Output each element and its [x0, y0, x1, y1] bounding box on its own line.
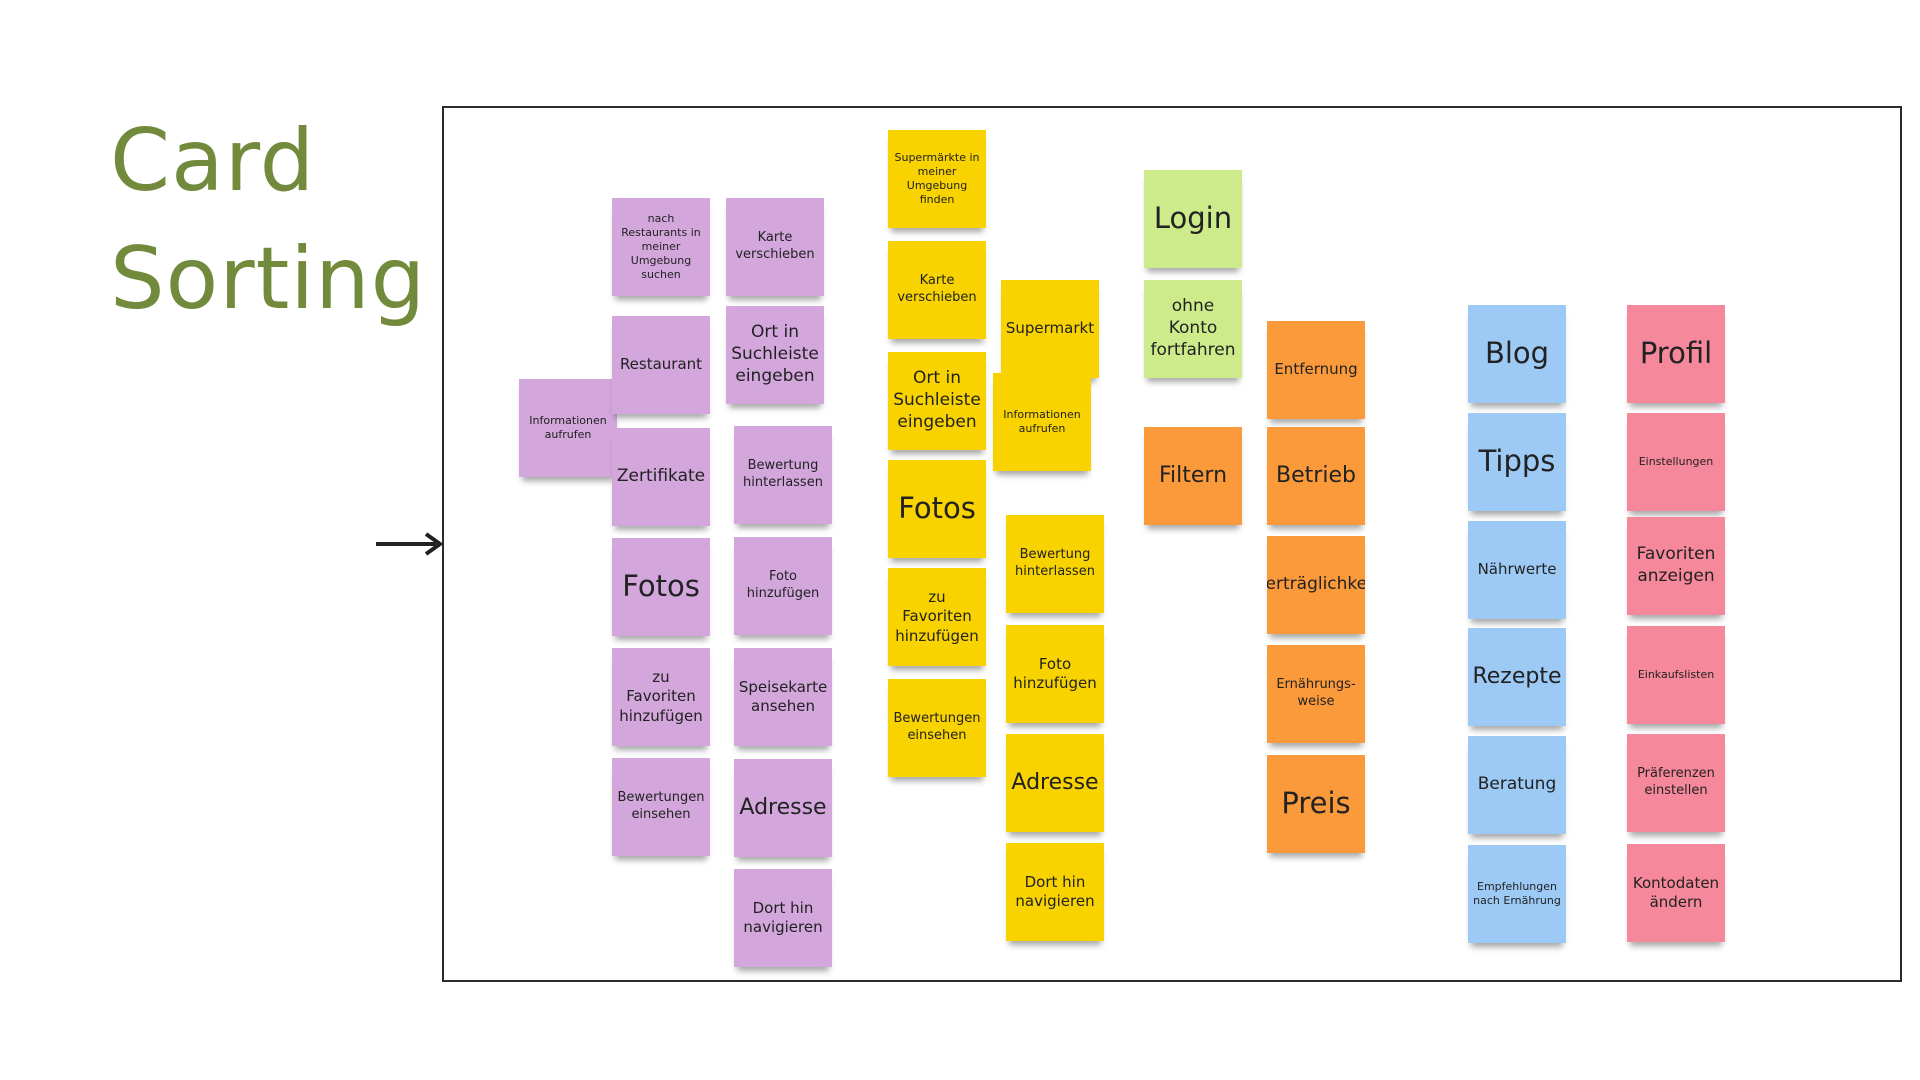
card-informationen-aufrufen[interactable]: Informationen aufrufen: [519, 379, 617, 477]
card-zu-favoriten-hinzufuegen[interactable]: zu Favoriten hinzufügen: [888, 568, 986, 666]
card-blog[interactable]: Blog: [1468, 305, 1566, 403]
card-ernaehrungsweise[interactable]: Ernährungs-weise: [1267, 645, 1365, 743]
card-unvertraeglichkeiten[interactable]: Unverträglichkeiten: [1267, 536, 1365, 634]
card-adresse[interactable]: Adresse: [734, 759, 832, 857]
card-nach-restaurants-suchen[interactable]: nach Restaurants in meiner Umgebung such…: [612, 198, 710, 296]
card-supermarkt[interactable]: Supermarkt: [1001, 280, 1099, 378]
card-empfehlungen-nach-ernaehrung[interactable]: Empfehlungen nach Ernährung: [1468, 845, 1566, 943]
card-dort-hin-navigieren[interactable]: Dort hin navigieren: [734, 869, 832, 967]
card-fotos[interactable]: Fotos: [612, 538, 710, 636]
card-preis[interactable]: Preis: [1267, 755, 1365, 853]
card-favoriten-anzeigen[interactable]: Favoriten anzeigen: [1627, 517, 1725, 615]
card-zu-favoriten-hinzufuegen[interactable]: zu Favoriten hinzufügen: [612, 648, 710, 746]
card-adresse[interactable]: Adresse: [1006, 734, 1104, 832]
card-supermaerkte-finden[interactable]: Supermärkte in meiner Umgebung finden: [888, 130, 986, 228]
card-fotos[interactable]: Fotos: [888, 460, 986, 558]
card-karte-verschieben[interactable]: Karte verschieben: [726, 198, 824, 296]
arrow-right-icon: [376, 532, 444, 556]
card-informationen-aufrufen[interactable]: Informationen aufrufen: [993, 373, 1091, 471]
card-einstellungen[interactable]: Einstellungen: [1627, 413, 1725, 511]
card-kontodaten-aendern[interactable]: Kontodaten ändern: [1627, 844, 1725, 942]
card-praeferenzen-einstellen[interactable]: Präferenzen einstellen: [1627, 734, 1725, 832]
card-speisekarte-ansehen[interactable]: Speisekarte ansehen: [734, 648, 832, 746]
card-betrieb[interactable]: Betrieb: [1267, 427, 1365, 525]
card-ort-in-suchleiste-eingeben[interactable]: Ort in Suchleiste eingeben: [726, 306, 824, 404]
card-foto-hinzufuegen[interactable]: Foto hinzufügen: [1006, 625, 1104, 723]
card-bewertungen-einsehen[interactable]: Bewertungen einsehen: [612, 758, 710, 856]
card-zertifikate[interactable]: Zertifikate: [612, 428, 710, 526]
card-profil[interactable]: Profil: [1627, 305, 1725, 403]
card-einkaufslisten[interactable]: Einkaufslisten: [1627, 626, 1725, 724]
card-karte-verschieben[interactable]: Karte verschieben: [888, 241, 986, 339]
card-bewertung-hinterlassen[interactable]: Bewertung hinterlassen: [1006, 515, 1104, 613]
card-beratung[interactable]: Beratung: [1468, 736, 1566, 834]
card-bewertung-hinterlassen[interactable]: Bewertung hinterlassen: [734, 426, 832, 524]
card-ohne-konto-fortfahren[interactable]: ohne Konto fortfahren: [1144, 280, 1242, 378]
card-restaurant[interactable]: Restaurant: [612, 316, 710, 414]
card-foto-hinzufuegen[interactable]: Foto hinzufügen: [734, 537, 832, 635]
card-ort-in-suchleiste-eingeben[interactable]: Ort in Suchleiste eingeben: [888, 352, 986, 450]
card-dort-hin-navigieren[interactable]: Dort hin navigieren: [1006, 843, 1104, 941]
title-line-2: Sorting: [110, 229, 427, 329]
card-bewertungen-einsehen[interactable]: Bewertungen einsehen: [888, 679, 986, 777]
title-line-1: Card: [110, 111, 316, 211]
card-rezepte[interactable]: Rezepte: [1468, 628, 1566, 726]
card-tipps[interactable]: Tipps: [1468, 413, 1566, 511]
card-entfernung[interactable]: Entfernung: [1267, 321, 1365, 419]
card-filtern[interactable]: Filtern: [1144, 427, 1242, 525]
card-naehrwerte[interactable]: Nährwerte: [1468, 521, 1566, 619]
card-login[interactable]: Login: [1144, 170, 1242, 268]
